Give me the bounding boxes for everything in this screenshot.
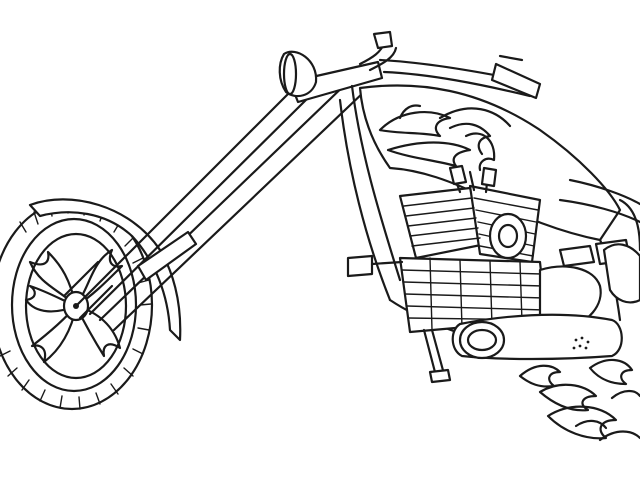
exhaust-pipes	[451, 313, 623, 361]
headlight	[278, 50, 318, 98]
triple-clamp-bottom	[136, 230, 198, 282]
exhaust-flames	[518, 358, 640, 442]
handlebar-grip	[490, 62, 542, 100]
air-cleaner	[488, 212, 528, 260]
rear-fender	[568, 178, 640, 206]
kickstand	[422, 328, 452, 384]
front-wheel	[0, 199, 154, 411]
handlebars	[358, 30, 542, 100]
front-wheel-flame-spokes	[24, 248, 124, 364]
foot-peg-block	[346, 254, 374, 278]
engine-crankcase-lines	[401, 257, 546, 331]
rear-wheel	[558, 178, 640, 304]
front-rim	[24, 232, 128, 380]
mirror-icon	[372, 30, 394, 50]
front-forks	[62, 60, 384, 332]
tank-flame-decal	[378, 104, 512, 172]
gas-tank	[358, 84, 622, 242]
exhaust-perforations	[572, 336, 590, 350]
brake-lever	[498, 54, 524, 62]
exhaust-tip	[458, 320, 506, 360]
front-tire-inner	[10, 217, 138, 393]
engine	[346, 164, 548, 334]
rear-tire	[602, 243, 640, 304]
front-fender	[28, 198, 182, 342]
transmission-box	[558, 244, 596, 268]
